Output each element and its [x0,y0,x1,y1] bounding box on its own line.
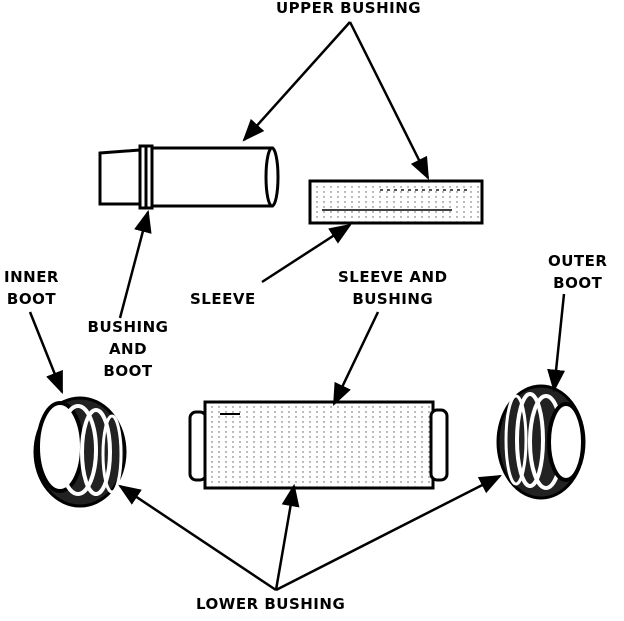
arrow-lower-left [118,484,277,592]
outer-boot [496,384,586,500]
arrow-lower-right [275,474,503,592]
label-sleeve-and-bushing-line1: SLEEVE AND [338,268,448,286]
upper-bushing-and-boot [98,144,280,210]
arrow-bushing-and-boot [118,209,152,319]
label-upper-bushing: UPPER BUSHING [276,0,422,17]
label-sleeve-and-bushing: SLEEVE AND BUSHING [338,266,448,310]
arrow-sleeve [261,223,352,284]
label-bushing-and-boot-line3: BOOT [103,362,153,380]
inner-boot [33,396,127,508]
label-sleeve: SLEEVE [190,290,256,308]
label-bushing-and-boot-line1: BUSHING [87,318,169,336]
arrow-outer-boot [547,293,566,393]
label-outer-boot-line2: BOOT [553,274,603,292]
lower-sleeve-and-bushing [188,400,449,490]
arrow-inner-boot [28,311,64,395]
arrow-sleeve-and-bushing [332,311,380,407]
label-bushing-and-boot: BUSHING AND BOOT [82,316,174,382]
arrow-lower-middle [274,483,300,591]
label-sleeve-and-bushing-line2: BUSHING [352,290,434,308]
label-inner-boot-line2: BOOT [6,290,57,308]
leader-arrows [28,21,566,592]
upper-sleeve [308,179,484,225]
label-outer-boot-line1: OUTER [548,252,608,270]
label-bushing-and-boot-line2: AND [108,340,148,358]
label-inner-boot: INNER BOOT [4,266,59,310]
label-inner-boot-line1: INNER [4,268,59,286]
label-outer-boot: OUTER BOOT [548,250,607,294]
label-lower-bushing: LOWER BUSHING [196,595,346,613]
arrow-upper-bushing-right [348,21,430,181]
arrow-upper-bushing-left [242,21,351,142]
